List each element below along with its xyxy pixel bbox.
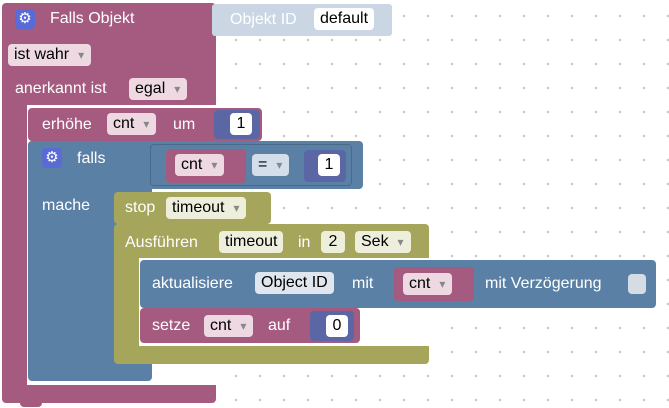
condition-dropdown[interactable]: ist wahr (8, 44, 92, 66)
delay-checkbox[interactable] (628, 274, 646, 294)
set-to-label: auf (268, 317, 291, 334)
update-delay-label: mit Verzögerung (485, 275, 602, 292)
ack-dropdown[interactable]: egal (129, 78, 188, 100)
stop-timeout-name-dropdown[interactable]: timeout (166, 197, 247, 219)
do-label: mache (42, 197, 91, 214)
compare-variable-dropdown[interactable]: cnt (175, 154, 225, 176)
set-label: setze (152, 317, 191, 334)
update-object-field[interactable]: Object ID (255, 272, 334, 294)
update-label: aktualisiere (152, 275, 233, 292)
increment-label: erhöhe (42, 116, 92, 133)
update-variable-dropdown[interactable]: cnt (403, 273, 453, 295)
object-id-value-field[interactable]: default (314, 8, 375, 30)
gear-icon[interactable]: ⚙ (42, 148, 62, 168)
run-label: Ausführen (125, 234, 198, 251)
gear-icon[interactable]: ⚙ (15, 9, 35, 29)
compare-value-field[interactable]: 1 (318, 154, 340, 176)
run-delay-field[interactable]: 2 (321, 231, 345, 253)
stop-label: stop (125, 199, 156, 216)
run-unit-dropdown[interactable]: Sek (355, 231, 411, 253)
operator-dropdown[interactable]: = (252, 154, 290, 176)
ack-label: anerkannt ist (15, 80, 107, 97)
if-label: falls (77, 150, 106, 167)
event-bottom-notch (20, 401, 42, 407)
set-value-field[interactable]: 0 (326, 315, 348, 337)
increment-variable-dropdown[interactable]: cnt (107, 113, 157, 135)
run-timeout-name-field[interactable]: timeout (219, 231, 284, 253)
set-variable-dropdown[interactable]: cnt (204, 315, 254, 337)
increment-amount-field[interactable]: 1 (230, 113, 252, 135)
event-title: Falls Objekt (50, 10, 135, 27)
increment-by-label: um (173, 116, 196, 133)
update-with-label: mit (352, 275, 374, 292)
object-id-label: Objekt ID (230, 11, 297, 28)
run-in-label: in (298, 234, 311, 251)
